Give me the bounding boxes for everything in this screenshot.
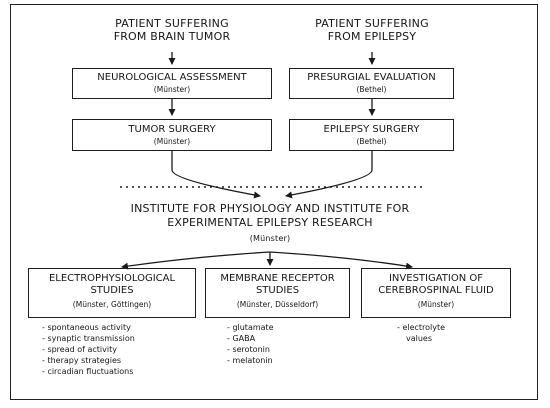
presurgical-evaluation-box: PRESURGIAL EVALUATION (Bethel) (289, 68, 454, 99)
arrow-tumor-to-institute (171, 151, 261, 199)
box-location: (Münster, Düsseldorf) (236, 300, 319, 309)
institute-line-1: INSTITUTE FOR PHYSIOLOGY AND INSTITUTE F… (130, 202, 410, 215)
list-item: GABA (227, 333, 274, 344)
box-location: (Münster, Göttingen) (72, 300, 152, 309)
left-header-line-1: PATIENT SUFFERING (115, 17, 229, 30)
list-item: values (397, 333, 445, 344)
list-item: spread of activity (42, 344, 135, 355)
epilepsy-surgery-box: EPILEPSY SURGERY (Bethel) (289, 119, 454, 151)
cerebrospinal-items: - electrolyte values (397, 322, 445, 344)
list-item: spontaneous activity (42, 322, 135, 333)
list-item-text: electrolyte (402, 323, 446, 332)
right-header: PATIENT SUFFERING FROM EPILEPSY (297, 17, 447, 43)
list-item-text: values (406, 334, 433, 343)
list-item: circadian fluctuations (42, 366, 135, 377)
box-title: EPILEPSY SURGERY (323, 124, 420, 135)
left-header-line-2: FROM BRAIN TUMOR (113, 29, 231, 43)
neurological-assessment-box: NEUROLOGICAL ASSESSMENT (Münster) (72, 68, 272, 99)
list-item: glutamate (227, 322, 273, 333)
box-title: PRESURGIAL EVALUATION (307, 72, 436, 83)
membrane-receptor-studies-box: MEMBRANE RECEPTOR STUDIES (Münster, Düss… (205, 268, 350, 318)
box-location: (Münster) (153, 137, 191, 146)
tumor-surgery-box: TUMOR SURGERY (Münster) (72, 119, 272, 151)
right-header-line-2: FROM EPILEPSY (327, 29, 417, 43)
box-title: NEUROLOGICAL ASSESSMENT (97, 72, 247, 83)
right-header-line-1: PATIENT SUFFERING (315, 17, 429, 30)
arrow-institute-to-csf (269, 251, 413, 270)
diagram-frame (10, 4, 538, 400)
membrane-receptor-items: glutamate GABA serotonin melatonin (227, 322, 274, 366)
institute-title: INSTITUTE FOR PHYSIOLOGY AND INSTITUTE F… (75, 202, 465, 244)
box-title-line-1: ELECTROPHYSIOLOGICAL (48, 273, 176, 284)
arrow-institute-to-electro (121, 251, 271, 270)
box-title-line-2: STUDIES (255, 285, 300, 296)
left-header: PATIENT SUFFERING FROM BRAIN TUMOR (97, 17, 247, 43)
list-item: synaptic transmission (42, 333, 134, 344)
list-item: - electrolyte (397, 323, 446, 332)
box-title-line-2: STUDIES (90, 285, 134, 296)
electrophysiological-items: spontaneous activity synaptic transmissi… (42, 322, 135, 377)
list-item: therapy strategies (42, 355, 135, 366)
arrow-epilepsy-to-institute (285, 151, 373, 199)
box-title-line-1: MEMBRANE RECEPTOR (220, 273, 335, 284)
box-location: (Münster) (417, 300, 455, 309)
electrophysiological-studies-box: ELECTROPHYSIOLOGICAL STUDIES (Münster, G… (28, 268, 196, 318)
box-location: (Bethel) (356, 137, 387, 146)
box-title: TUMOR SURGERY (128, 124, 216, 135)
institute-location: (Münster) (249, 233, 291, 243)
institute-line-2: EXPERIMENTAL EPILEPSY RESEARCH (167, 216, 373, 230)
box-location: (Münster) (153, 85, 191, 94)
list-item: melatonin (227, 355, 274, 366)
cerebrospinal-fluid-box: INVESTIGATION OF CEREBROSPINAL FLUID (Mü… (361, 268, 511, 318)
box-title-line-2: CEREBROSPINAL FLUID (378, 285, 494, 296)
box-title-line-1: INVESTIGATION OF (388, 273, 484, 284)
box-location: (Bethel) (356, 85, 387, 94)
list-item: serotonin (227, 344, 274, 355)
